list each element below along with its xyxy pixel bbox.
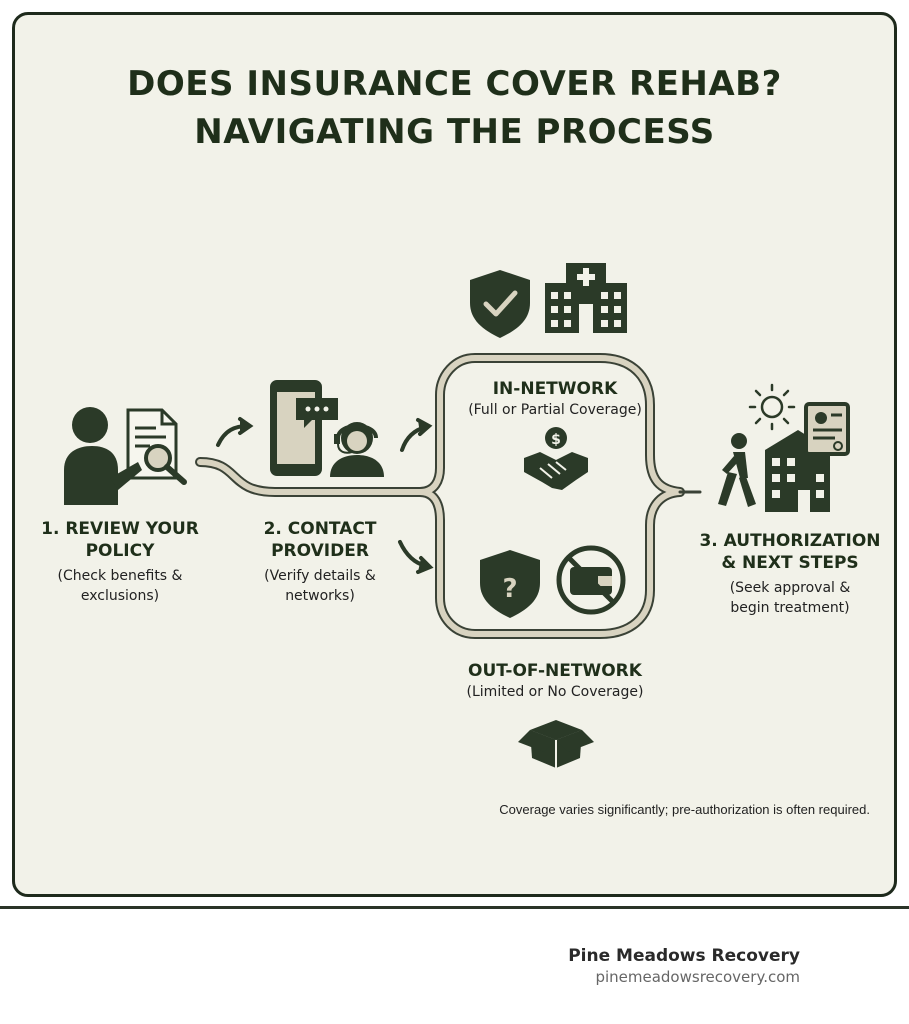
smartphone-chat-icon	[270, 380, 338, 476]
in-network-heading: IN-NETWORK	[492, 379, 618, 399]
dollar-coin-icon: $	[545, 427, 567, 449]
out-network-detail: (Limited or No Coverage)	[466, 684, 644, 700]
step-1-detail: (Check benefits & exclusions)	[20, 566, 220, 606]
step-2-heading-line-2: PROVIDER	[271, 541, 369, 561]
shield-check-icon	[470, 270, 530, 338]
arrow-icon	[216, 417, 254, 447]
step-3-heading-line-1: 3. AUTHORIZATION	[699, 531, 881, 551]
step-3-heading: 3. AUTHORIZATION & NEXT STEPS	[690, 530, 890, 574]
step-1-detail-line-2: exclusions)	[80, 588, 160, 604]
arrow-icon	[400, 418, 433, 452]
step-3-detail: (Seek approval & begin treatment)	[690, 578, 890, 618]
step-1-heading: 1. REVIEW YOUR POLICY	[20, 518, 220, 562]
walking-person-icon	[718, 433, 756, 507]
step-2-detail-line-1: (Verify details &	[264, 568, 376, 584]
step-1-heading-line-1: 1. REVIEW YOUR	[41, 519, 199, 539]
arrow-icon	[398, 540, 434, 574]
step-3-detail-line-2: begin treatment)	[730, 600, 850, 616]
step-2-heading-line-1: 2. CONTACT	[263, 519, 377, 539]
step-3-heading-line-2: & NEXT STEPS	[721, 553, 859, 573]
step-3-detail-line-1: (Seek approval &	[729, 580, 851, 596]
step-2-detail-line-2: networks)	[285, 588, 355, 604]
certificate-icon	[804, 402, 850, 456]
svg-text:$: $	[551, 432, 561, 448]
svg-text:?: ?	[502, 574, 517, 604]
brand-url[interactable]: pinemeadowsrecovery.com	[595, 968, 800, 986]
page-title-line-1: DOES INSURANCE COVER REHAB?	[127, 64, 782, 104]
in-network-detail: (Full or Partial Coverage)	[468, 402, 642, 418]
step-2-detail: (Verify details & networks)	[240, 566, 400, 606]
out-network-heading: OUT-OF-NETWORK	[468, 661, 642, 681]
no-wallet-icon	[556, 545, 626, 615]
page-title-line-2: NAVIGATING THE PROCESS	[194, 112, 715, 152]
step-2-heading: 2. CONTACT PROVIDER	[240, 518, 400, 562]
sun-icon	[748, 383, 796, 431]
headset-agent-icon	[330, 422, 384, 477]
flow-path	[195, 353, 702, 639]
step-1-detail-line-1: (Check benefits &	[57, 568, 183, 584]
open-box-icon	[518, 720, 594, 768]
step-1-heading-line-2: POLICY	[85, 541, 155, 561]
shield-question-icon: ?	[480, 550, 540, 618]
handshake-icon	[524, 452, 588, 490]
coverage-note: Coverage varies significantly; pre-autho…	[499, 802, 870, 817]
divider	[0, 906, 909, 909]
hospital-icon	[545, 263, 627, 333]
person-document-search-icon	[64, 407, 187, 505]
brand-name: Pine Meadows Recovery	[568, 946, 800, 966]
